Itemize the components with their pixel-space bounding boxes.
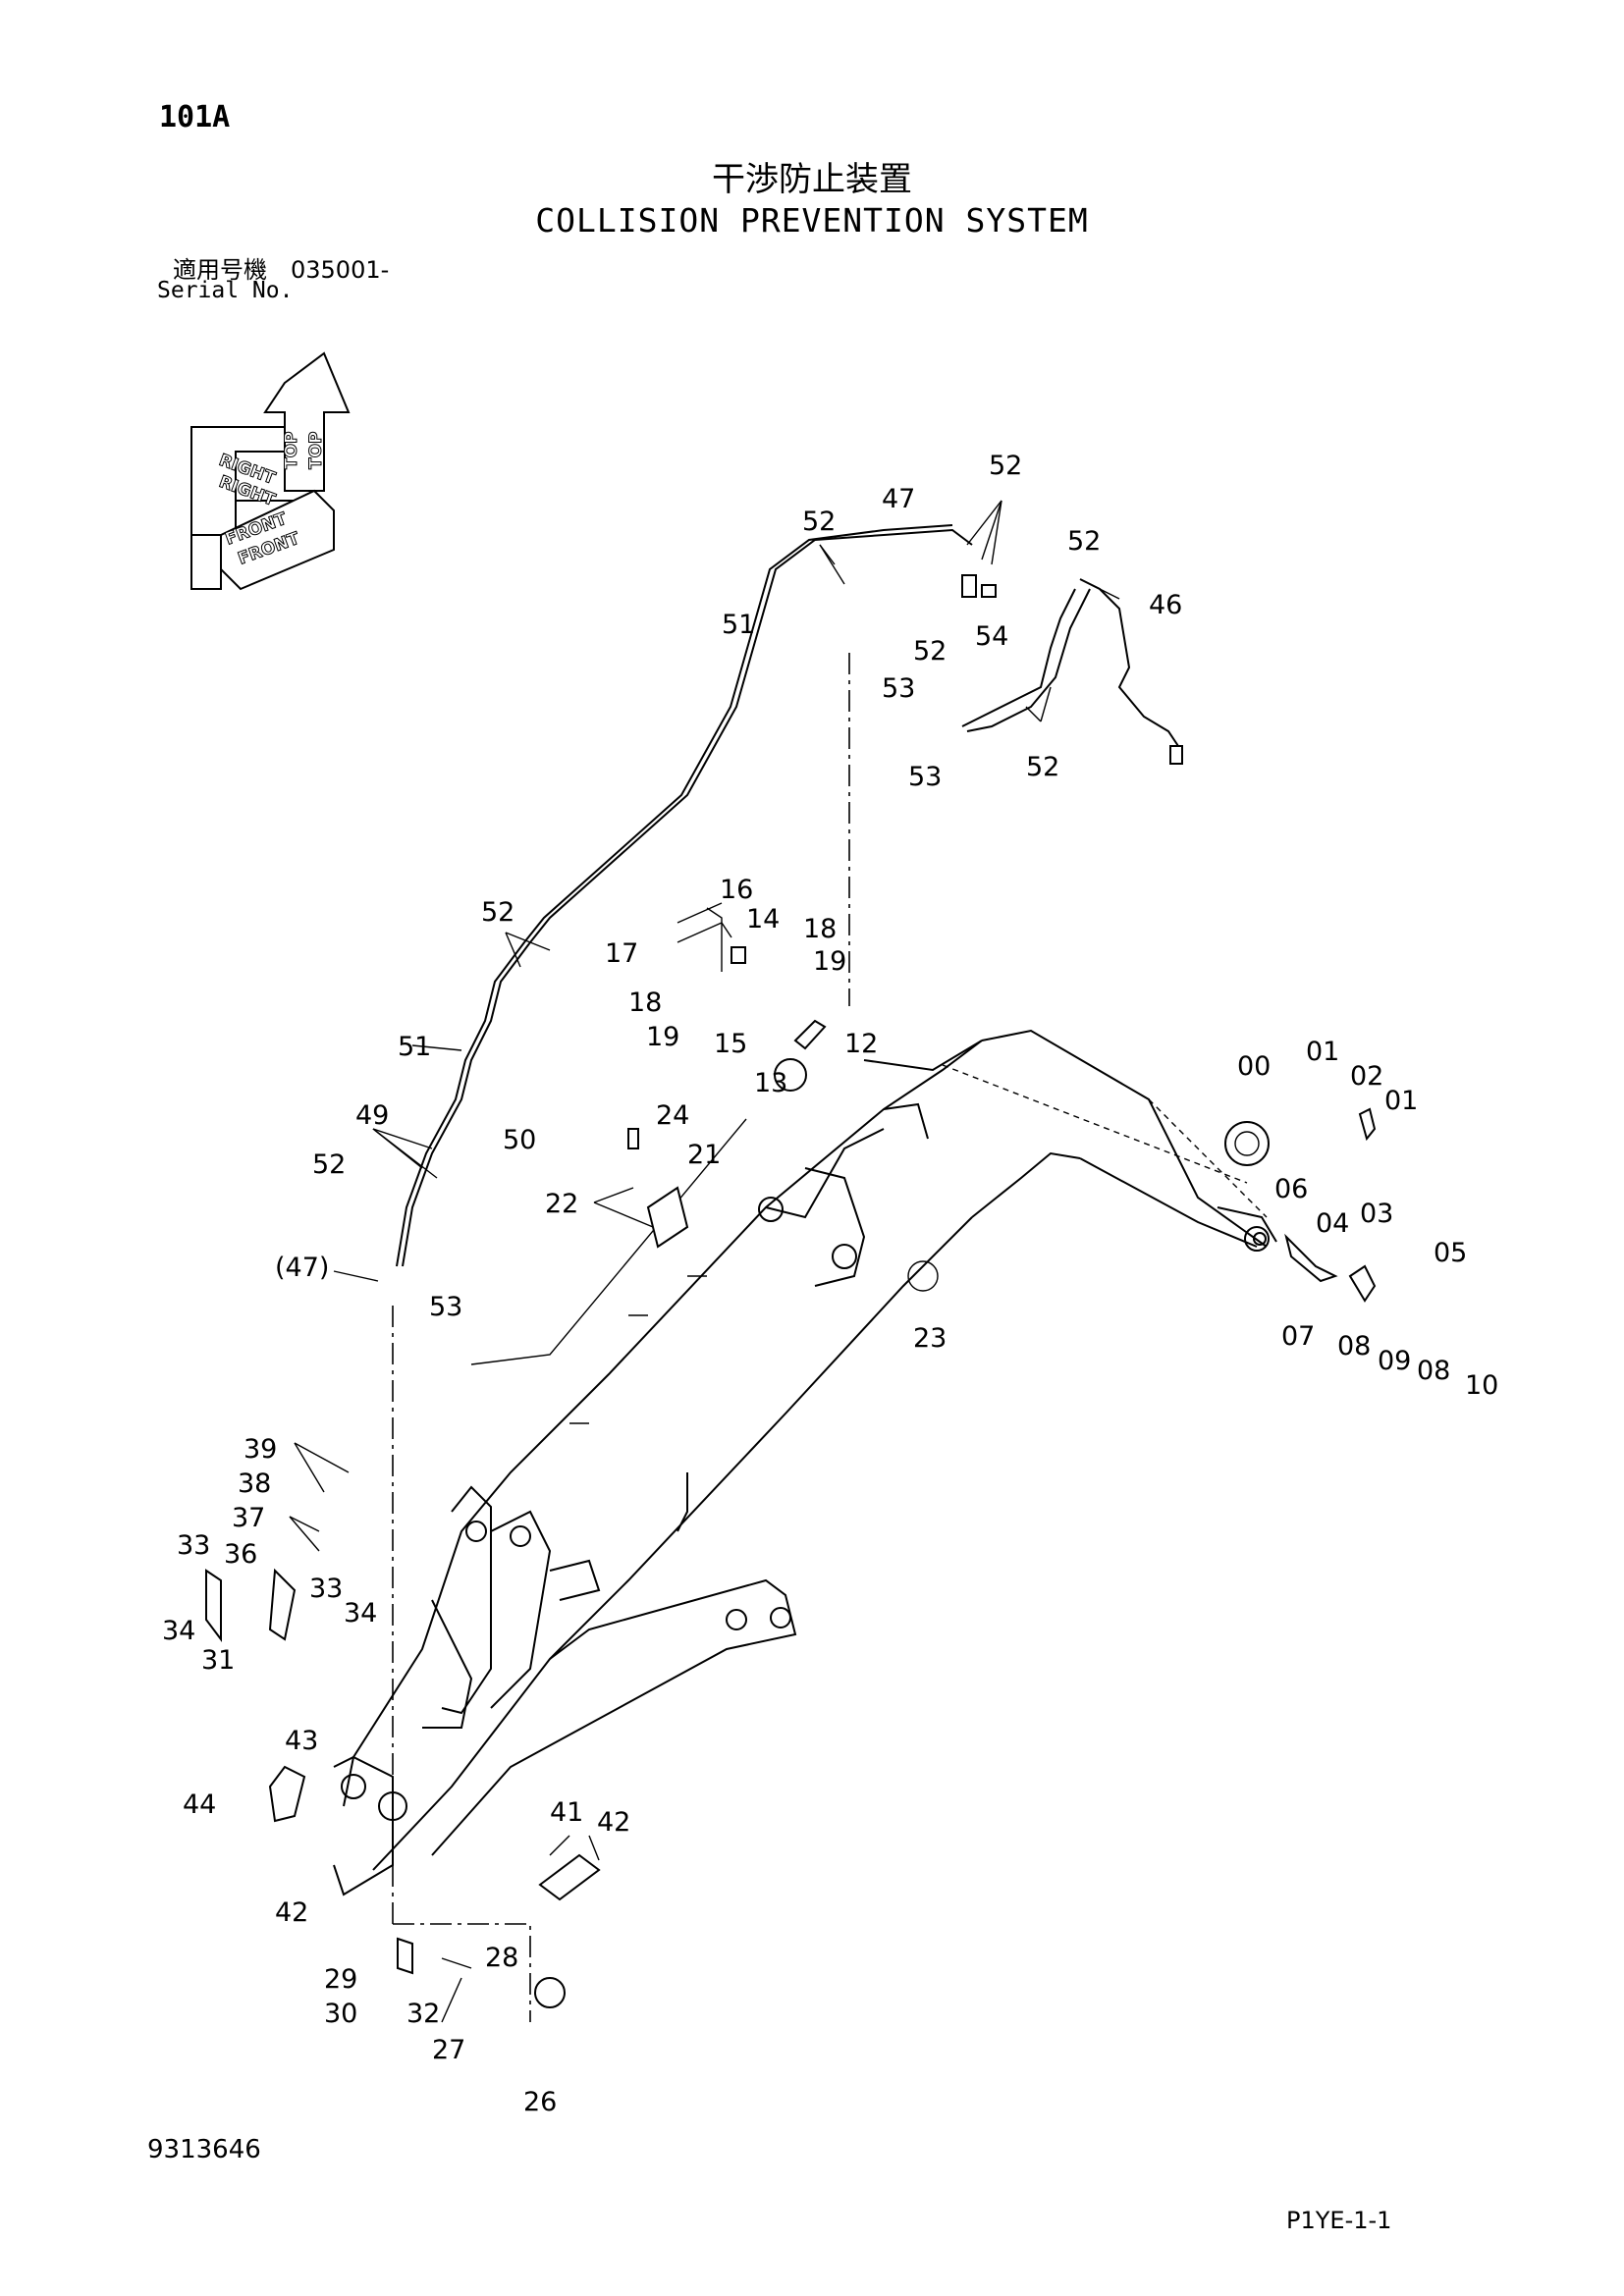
- callout-labels: 52 47 52 52 46 51 52 54 53 53 52 52 16 1…: [162, 451, 1498, 2117]
- callout-08-right: 08: [1417, 1356, 1450, 1386]
- callout-26: 26: [523, 2087, 557, 2117]
- serial-label-japanese: 適用号機 035001-: [173, 256, 390, 284]
- callout-01-right: 01: [1384, 1086, 1418, 1116]
- callout-52-mid: 52: [913, 636, 947, 667]
- callout-15: 15: [714, 1029, 747, 1059]
- callout-09: 09: [1378, 1346, 1411, 1376]
- callout-53-left: 53: [429, 1292, 462, 1322]
- callout-27: 27: [432, 2035, 465, 2065]
- leader-lines: [289, 500, 1120, 2023]
- callout-33-left: 33: [177, 1530, 210, 1561]
- callout-19-left: 19: [646, 1022, 679, 1052]
- callout-10: 10: [1465, 1370, 1498, 1401]
- callout-19-right: 19: [813, 946, 846, 977]
- callout-36: 36: [224, 1539, 257, 1570]
- callout-51-upper: 51: [722, 610, 755, 640]
- document-number: 9313646: [147, 2135, 261, 2164]
- callout-44: 44: [183, 1789, 216, 1820]
- orient-label-top-1: TOP: [282, 431, 301, 469]
- callout-52-right-top: 52: [1067, 526, 1101, 557]
- callout-46: 46: [1149, 590, 1182, 620]
- callout-42-right: 42: [597, 1807, 630, 1838]
- callout-08-left: 08: [1337, 1331, 1371, 1362]
- callout-02: 02: [1350, 1061, 1383, 1092]
- title-english: COLLISION PREVENTION SYSTEM: [535, 201, 1089, 240]
- callout-47: 47: [882, 484, 915, 514]
- callout-06: 06: [1274, 1174, 1308, 1204]
- callout-12: 12: [844, 1029, 878, 1059]
- callout-54: 54: [975, 621, 1008, 652]
- title-japanese: 干渉防止装置: [712, 160, 912, 199]
- callout-04: 04: [1316, 1208, 1349, 1239]
- callout-42-left: 42: [275, 1897, 308, 1928]
- callout-18-left: 18: [628, 988, 662, 1018]
- callout-52-right-bottom: 52: [1026, 752, 1059, 782]
- callout-52-upper-left: 52: [802, 507, 836, 537]
- callout-34-right: 34: [344, 1598, 377, 1629]
- orient-label-top-2: TOP: [306, 431, 326, 469]
- callout-32: 32: [406, 1999, 440, 2029]
- callout-13: 13: [754, 1068, 787, 1098]
- callout-17: 17: [605, 938, 638, 969]
- callout-53-lower: 53: [908, 762, 942, 792]
- callout-38: 38: [238, 1468, 271, 1499]
- callout-30: 30: [324, 1999, 357, 2029]
- callout-28: 28: [485, 1943, 518, 1973]
- callout-03: 03: [1360, 1199, 1393, 1229]
- callout-52-left: 52: [481, 897, 514, 928]
- callout-41: 41: [550, 1797, 583, 1828]
- callout-31: 31: [201, 1645, 235, 1676]
- orientation-indicator: TOP TOP RIGHT RIGHT FRONT FRONT: [190, 351, 351, 591]
- callout-29: 29: [324, 1964, 357, 1995]
- callout-21: 21: [687, 1140, 721, 1170]
- callout-33-right: 33: [309, 1574, 343, 1604]
- callout-05: 05: [1434, 1238, 1467, 1268]
- callout-39: 39: [244, 1434, 277, 1465]
- callout-52-top: 52: [989, 451, 1022, 481]
- callout-51-lower: 51: [398, 1032, 431, 1062]
- callout-47-ref: (47): [275, 1253, 329, 1283]
- parts: [205, 902, 1377, 2008]
- callout-01-top: 01: [1306, 1037, 1339, 1067]
- callout-07: 07: [1281, 1321, 1315, 1352]
- callout-24: 24: [656, 1100, 689, 1131]
- callout-37: 37: [232, 1503, 265, 1533]
- callout-43: 43: [285, 1726, 318, 1756]
- callout-18-right: 18: [803, 914, 837, 944]
- callout-50: 50: [503, 1125, 536, 1155]
- callout-53-upper: 53: [882, 673, 915, 704]
- serial-label-english: Serial No.: [157, 278, 294, 303]
- callout-34-left: 34: [162, 1616, 195, 1646]
- callout-14: 14: [746, 904, 780, 934]
- sheet-number: P1YE-1-1: [1286, 2207, 1392, 2234]
- callout-16: 16: [720, 875, 753, 905]
- callout-49: 49: [355, 1100, 389, 1131]
- page-number: 101A: [159, 100, 231, 134]
- callout-52-lower-left: 52: [312, 1149, 346, 1180]
- boom-assembly: [333, 1029, 1277, 1896]
- callout-22: 22: [545, 1189, 578, 1219]
- callout-23: 23: [913, 1323, 947, 1354]
- callout-00: 00: [1237, 1051, 1271, 1082]
- harness-routing: [392, 524, 1183, 2022]
